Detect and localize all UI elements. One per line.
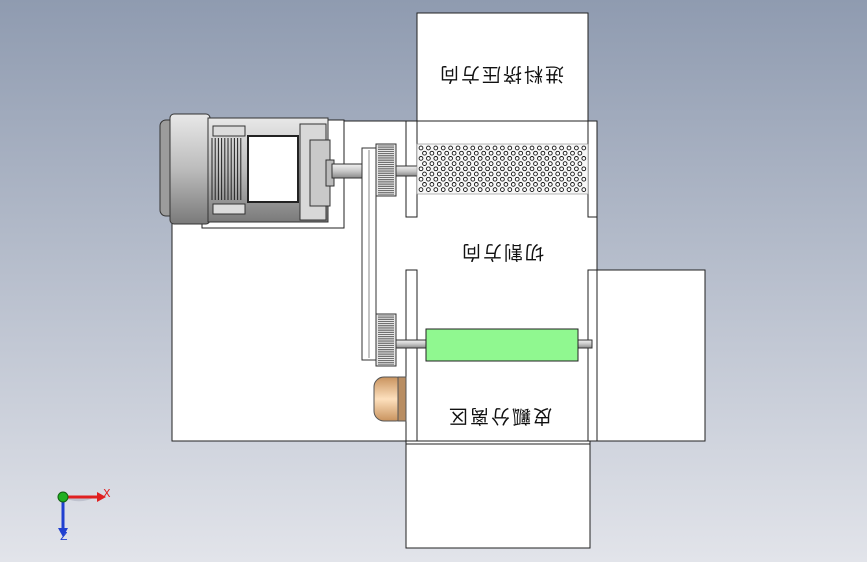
side-plate-lower-right [587,269,598,442]
z-axis-label: Z [60,530,68,543]
bottom-box [405,440,591,549]
right-box [596,269,706,442]
motor-icon [159,113,335,225]
feed-box [416,12,589,122]
axis-triad-icon [57,491,106,537]
x-axis-label: X [103,487,111,500]
gear-icon [375,143,397,197]
drive-belt [361,147,377,361]
feed-direction-label: 进料挤压方向 [438,63,565,85]
separation-zone-label: 皮瓤分离区 [447,405,553,427]
gear-icon [375,313,397,367]
side-plate-lower-left [405,269,418,442]
side-plate-upper-right [587,120,598,218]
cutting-blade [425,328,579,362]
cut-direction-label: 切割方向 [460,241,545,263]
spiked-feed-roller [395,143,589,195]
